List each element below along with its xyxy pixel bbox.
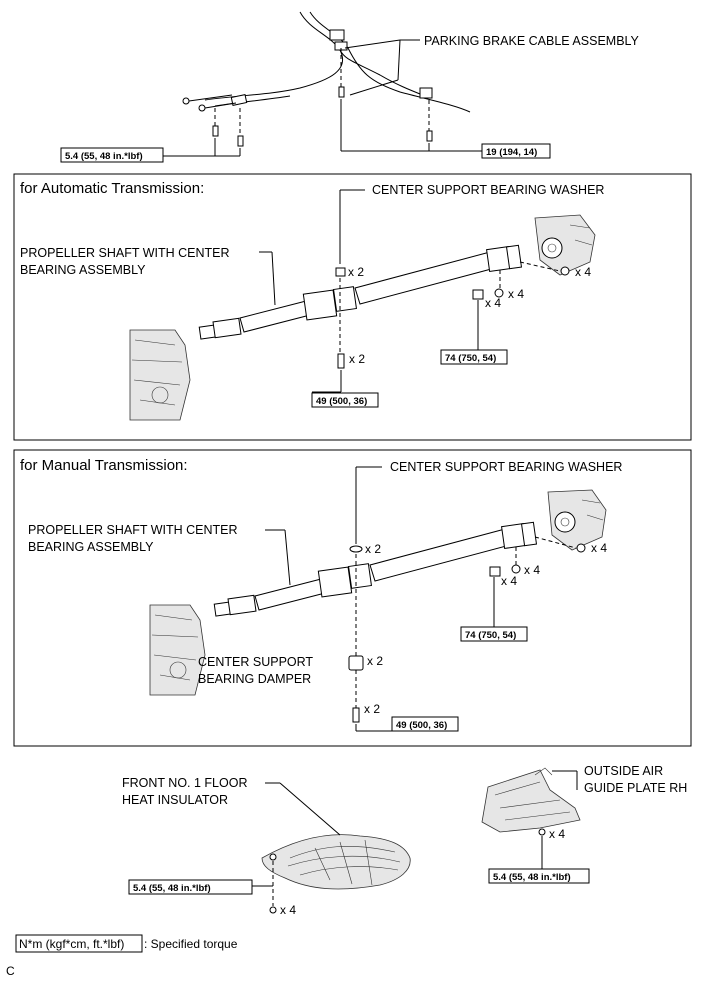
auto-shaft-label-line2: BEARING ASSEMBLY — [20, 263, 146, 277]
auto-torque-flange: 74 (750, 54) — [445, 353, 496, 364]
automatic-panel-title: for Automatic Transmission: — [20, 180, 204, 197]
manual-qty-bolt-center: x 2 — [364, 702, 380, 716]
air-guide-plate-drawing — [481, 767, 581, 869]
insulator-torque-box — [128, 879, 253, 895]
manual-bearing-washer — [349, 545, 363, 553]
insulator-torque: 5.4 (55, 48 in.*lbf) — [133, 883, 211, 894]
insulator-label-line2: HEAT INSULATOR — [122, 793, 228, 807]
guide-plate-torque: 5.4 (55, 48 in.*lbf) — [493, 872, 571, 883]
auto-qty-washer: x 2 — [348, 265, 364, 279]
auto-washer-label: CENTER SUPPORT BEARING WASHER — [372, 183, 604, 197]
manual-qty-bolt-flange: x 4 — [501, 574, 517, 588]
manual-panel-title: for Manual Transmission: — [20, 457, 188, 474]
automatic-transmission-panel — [13, 173, 692, 441]
torque-box-cable-right — [481, 143, 551, 159]
auto-shaft-label-line1: PROPELLER SHAFT WITH CENTER — [20, 246, 230, 260]
torque-cable-left: 5.4 (55, 48 in.*lbf) — [65, 151, 143, 162]
parking-brake-cable-label: PARKING BRAKE CABLE ASSEMBLY — [424, 34, 640, 48]
manual-bearing-damper — [348, 655, 364, 671]
legend-unit-box — [15, 934, 143, 953]
automatic-drivetrain-drawing — [129, 189, 596, 421]
manual-transmission-panel — [13, 449, 692, 747]
guide-plate-label-line2: GUIDE PLATE RH — [584, 781, 687, 795]
manual-qty-washer: x 2 — [365, 542, 381, 556]
parking-brake-cable-drawing — [163, 11, 482, 157]
manual-drivetrain-drawing — [149, 466, 607, 732]
corner-code: C — [6, 964, 15, 978]
guide-plate-label-line1: OUTSIDE AIR — [584, 764, 663, 778]
auto-qty-nut-flange: x 4 — [575, 265, 591, 279]
manual-qty-nut-flange: x 4 — [591, 541, 607, 555]
auto-bearing-washer — [335, 267, 346, 277]
auto-qty-bolt-flange: x 4 — [485, 296, 501, 310]
auto-torque-center: 49 (500, 36) — [316, 396, 367, 407]
insulator-label-line1: FRONT NO. 1 FLOOR — [122, 776, 247, 790]
manual-qty-damper: x 2 — [367, 654, 383, 668]
auto-qty-washer-flange: x 4 — [508, 287, 524, 301]
legend-unit: N*m (kgf*cm, ft.*lbf) — [19, 937, 124, 951]
manual-torque-center: 49 (500, 36) — [396, 720, 447, 731]
auto-qty-bolt-center: x 2 — [349, 352, 365, 366]
manual-qty-washer-flange: x 4 — [524, 563, 540, 577]
guide-plate-torque-box — [488, 868, 590, 884]
manual-damper-label-line1: CENTER SUPPORT — [198, 655, 313, 669]
manual-shaft-label-line2: BEARING ASSEMBLY — [28, 540, 154, 554]
guide-plate-qty: x 4 — [549, 827, 565, 841]
manual-torque-box-center — [391, 716, 459, 732]
torque-cable-right: 19 (194, 14) — [486, 147, 537, 158]
manual-torque-box-flange — [460, 626, 528, 642]
manual-shaft-label-line1: PROPELLER SHAFT WITH CENTER — [28, 523, 238, 537]
auto-torque-box-flange — [440, 349, 508, 365]
torque-box-cable-left — [60, 147, 164, 163]
manual-torque-flange: 74 (750, 54) — [465, 630, 516, 641]
auto-torque-box-center — [311, 392, 379, 408]
manual-damper-label-line2: BEARING DAMPER — [198, 672, 311, 686]
heat-insulator-drawing — [252, 782, 411, 914]
insulator-qty: x 4 — [280, 903, 296, 917]
manual-washer-label: CENTER SUPPORT BEARING WASHER — [390, 460, 622, 474]
legend-text: : Specified torque — [144, 937, 238, 951]
